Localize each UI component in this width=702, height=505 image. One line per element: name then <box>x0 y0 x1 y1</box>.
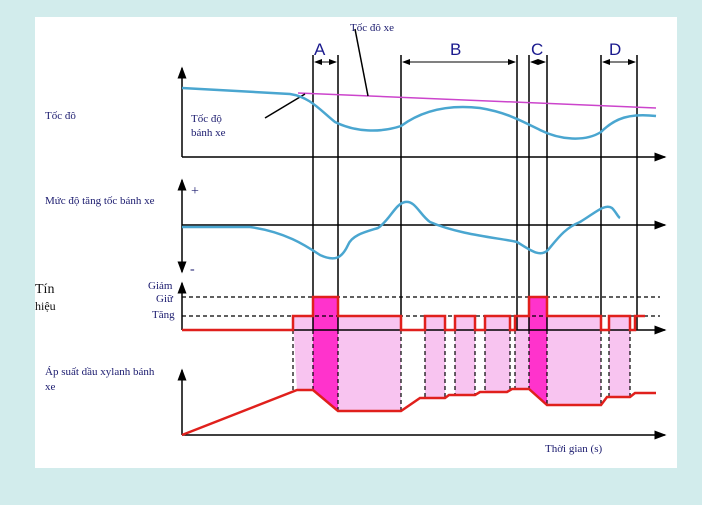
fill-light <box>485 316 510 392</box>
fill-light <box>425 316 445 398</box>
wheel-speed-curve <box>181 86 657 140</box>
vehicle-speed-label: Tốc đô xe <box>350 22 394 34</box>
fill-light <box>547 316 601 405</box>
pressure-line <box>181 387 656 437</box>
wheel-speed-label-2: bánh xe <box>191 127 226 139</box>
fill-light <box>609 316 630 397</box>
signal-label: Tín <box>35 282 54 297</box>
minus-label: - <box>190 262 195 277</box>
fill-light <box>293 316 313 390</box>
fill-strong-a <box>313 297 338 411</box>
phase-c-label: C <box>531 40 543 59</box>
wheel-accel-label: Mức độ tăng tốc bánh xe <box>45 195 155 207</box>
control-signal-line <box>182 295 645 332</box>
phase-a-label: A <box>314 40 326 59</box>
wheel-acceleration-curve <box>182 200 621 260</box>
pressure-fill-regions <box>293 297 630 411</box>
vehicle-speed-pointer <box>354 28 369 97</box>
plus-label: + <box>191 184 199 199</box>
dashed-guides <box>182 296 660 411</box>
fill-light <box>338 316 401 411</box>
pressure-label-2: xe <box>45 381 56 393</box>
wheel-speed-label: Tốc độ <box>191 113 222 125</box>
phase-lines <box>312 55 638 330</box>
decrease-label: Giảm <box>148 280 173 292</box>
pressure-label: Áp suất dầu xylanh bánh <box>45 366 155 378</box>
fill-strong-c <box>529 297 547 405</box>
wheel-speed-pointer <box>264 93 306 119</box>
vehicle-speed-line <box>297 92 657 109</box>
hold-label: Giữ <box>156 293 174 305</box>
fill-light <box>515 316 529 389</box>
signal-label-2: hiệu <box>35 299 56 313</box>
phase-b-label: B <box>450 40 461 59</box>
increase-label: Tăng <box>152 309 175 321</box>
fill-light <box>455 316 475 395</box>
speed-label: Tốc đô <box>45 110 76 122</box>
phase-d-label: D <box>609 40 621 59</box>
time-axis-label: Thời gian (s) <box>545 443 602 455</box>
